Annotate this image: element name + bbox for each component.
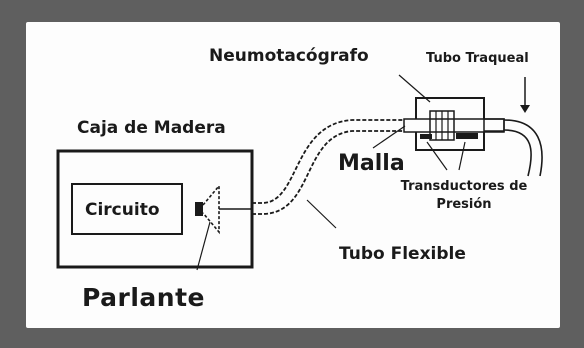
label-caja-de-madera: Caja de Madera xyxy=(77,118,226,138)
arrow-tubo-traqueal xyxy=(520,105,530,113)
label-neumotacografo: Neumotacógrafo xyxy=(209,46,369,66)
label-malla: Malla xyxy=(338,151,405,176)
leader-malla xyxy=(372,125,406,149)
label-parlante: Parlante xyxy=(82,283,205,312)
label-tubo-traqueal: Tubo Traqueal xyxy=(426,51,529,66)
pneumotachograph xyxy=(403,97,505,151)
flexible-tube xyxy=(252,119,404,215)
circuit-box xyxy=(71,183,183,235)
leader-neumotacografo xyxy=(398,74,431,103)
leader-parlante xyxy=(196,221,211,271)
leader-transductores-1 xyxy=(426,141,448,171)
label-transductores: Transductores de Presión xyxy=(384,178,544,214)
leader-transductores-2 xyxy=(458,141,466,171)
label-transductores-line1: Transductores de xyxy=(400,179,528,194)
label-circuito: Circuito xyxy=(85,200,160,220)
leader-tubo-flexible xyxy=(306,199,337,229)
speaker-shape xyxy=(195,183,252,235)
label-transductores-line2: Presión xyxy=(436,196,492,212)
label-tubo-flexible: Tubo Flexible xyxy=(339,244,466,264)
tracheal-tube xyxy=(483,118,543,177)
pressure-transducers xyxy=(420,133,478,139)
